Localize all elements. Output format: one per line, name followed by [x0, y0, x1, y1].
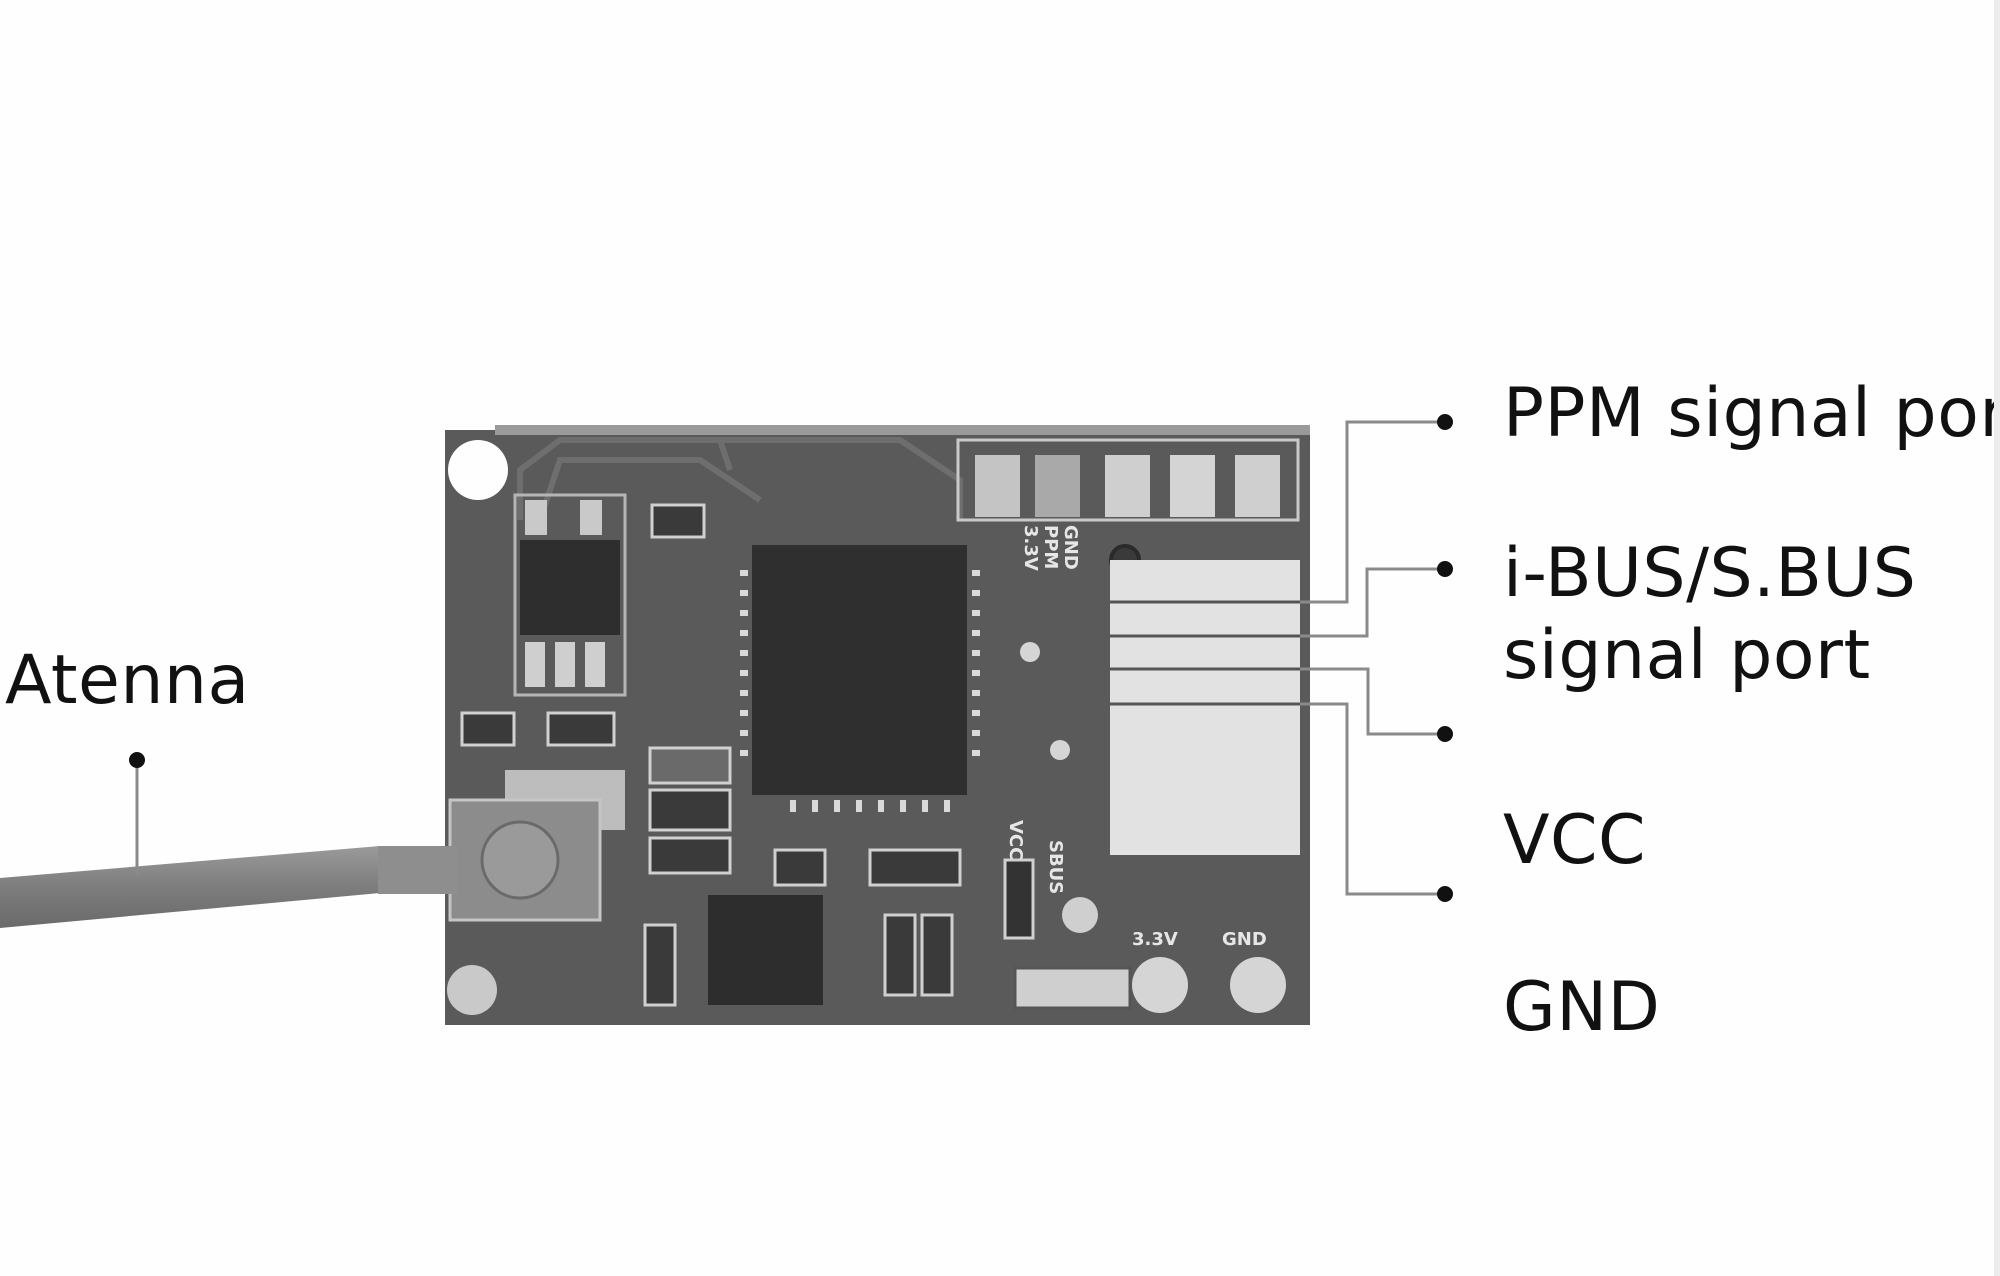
silk-vcc: VCC: [1005, 820, 1026, 860]
label-antenna: Atenna: [5, 641, 250, 720]
leader-dot-ppm: [1437, 414, 1453, 430]
antenna-cable: [0, 846, 380, 928]
silk-gnd: GND: [1060, 525, 1081, 570]
label-ppm: PPM signal port: [1503, 374, 1994, 453]
leader-line-ibus: [1300, 567, 1440, 638]
silk-sbus: SBUS: [1045, 840, 1066, 894]
label-ibus-line1: i-BUS/S.BUS: [1503, 534, 1917, 613]
right-edge-border: [1994, 0, 2000, 1276]
silk-bottom-gnd: GND: [1222, 929, 1267, 950]
label-vcc: VCC: [1503, 801, 1646, 880]
leader-line-gnd: [1300, 702, 1440, 896]
leader-line-ppm: [1300, 420, 1440, 604]
leader-dot-ibus: [1437, 561, 1453, 577]
leader-line-vcc: [1300, 667, 1440, 736]
pcb-board: [378, 425, 1310, 1025]
silk-ppm: PPM: [1040, 525, 1061, 569]
label-gnd: GND: [1503, 968, 1661, 1047]
antenna-leader-dot: [129, 752, 145, 768]
signal-header: [1110, 560, 1300, 855]
silk-bottom-33v: 3.3V: [1132, 929, 1178, 950]
leader-dot-vcc: [1437, 726, 1453, 742]
leader-dot-gnd: [1437, 886, 1453, 902]
leader-lines: [1300, 420, 1440, 896]
label-ibus-line2: signal port: [1503, 616, 1871, 695]
silk-33v: 3.3V: [1020, 525, 1041, 571]
